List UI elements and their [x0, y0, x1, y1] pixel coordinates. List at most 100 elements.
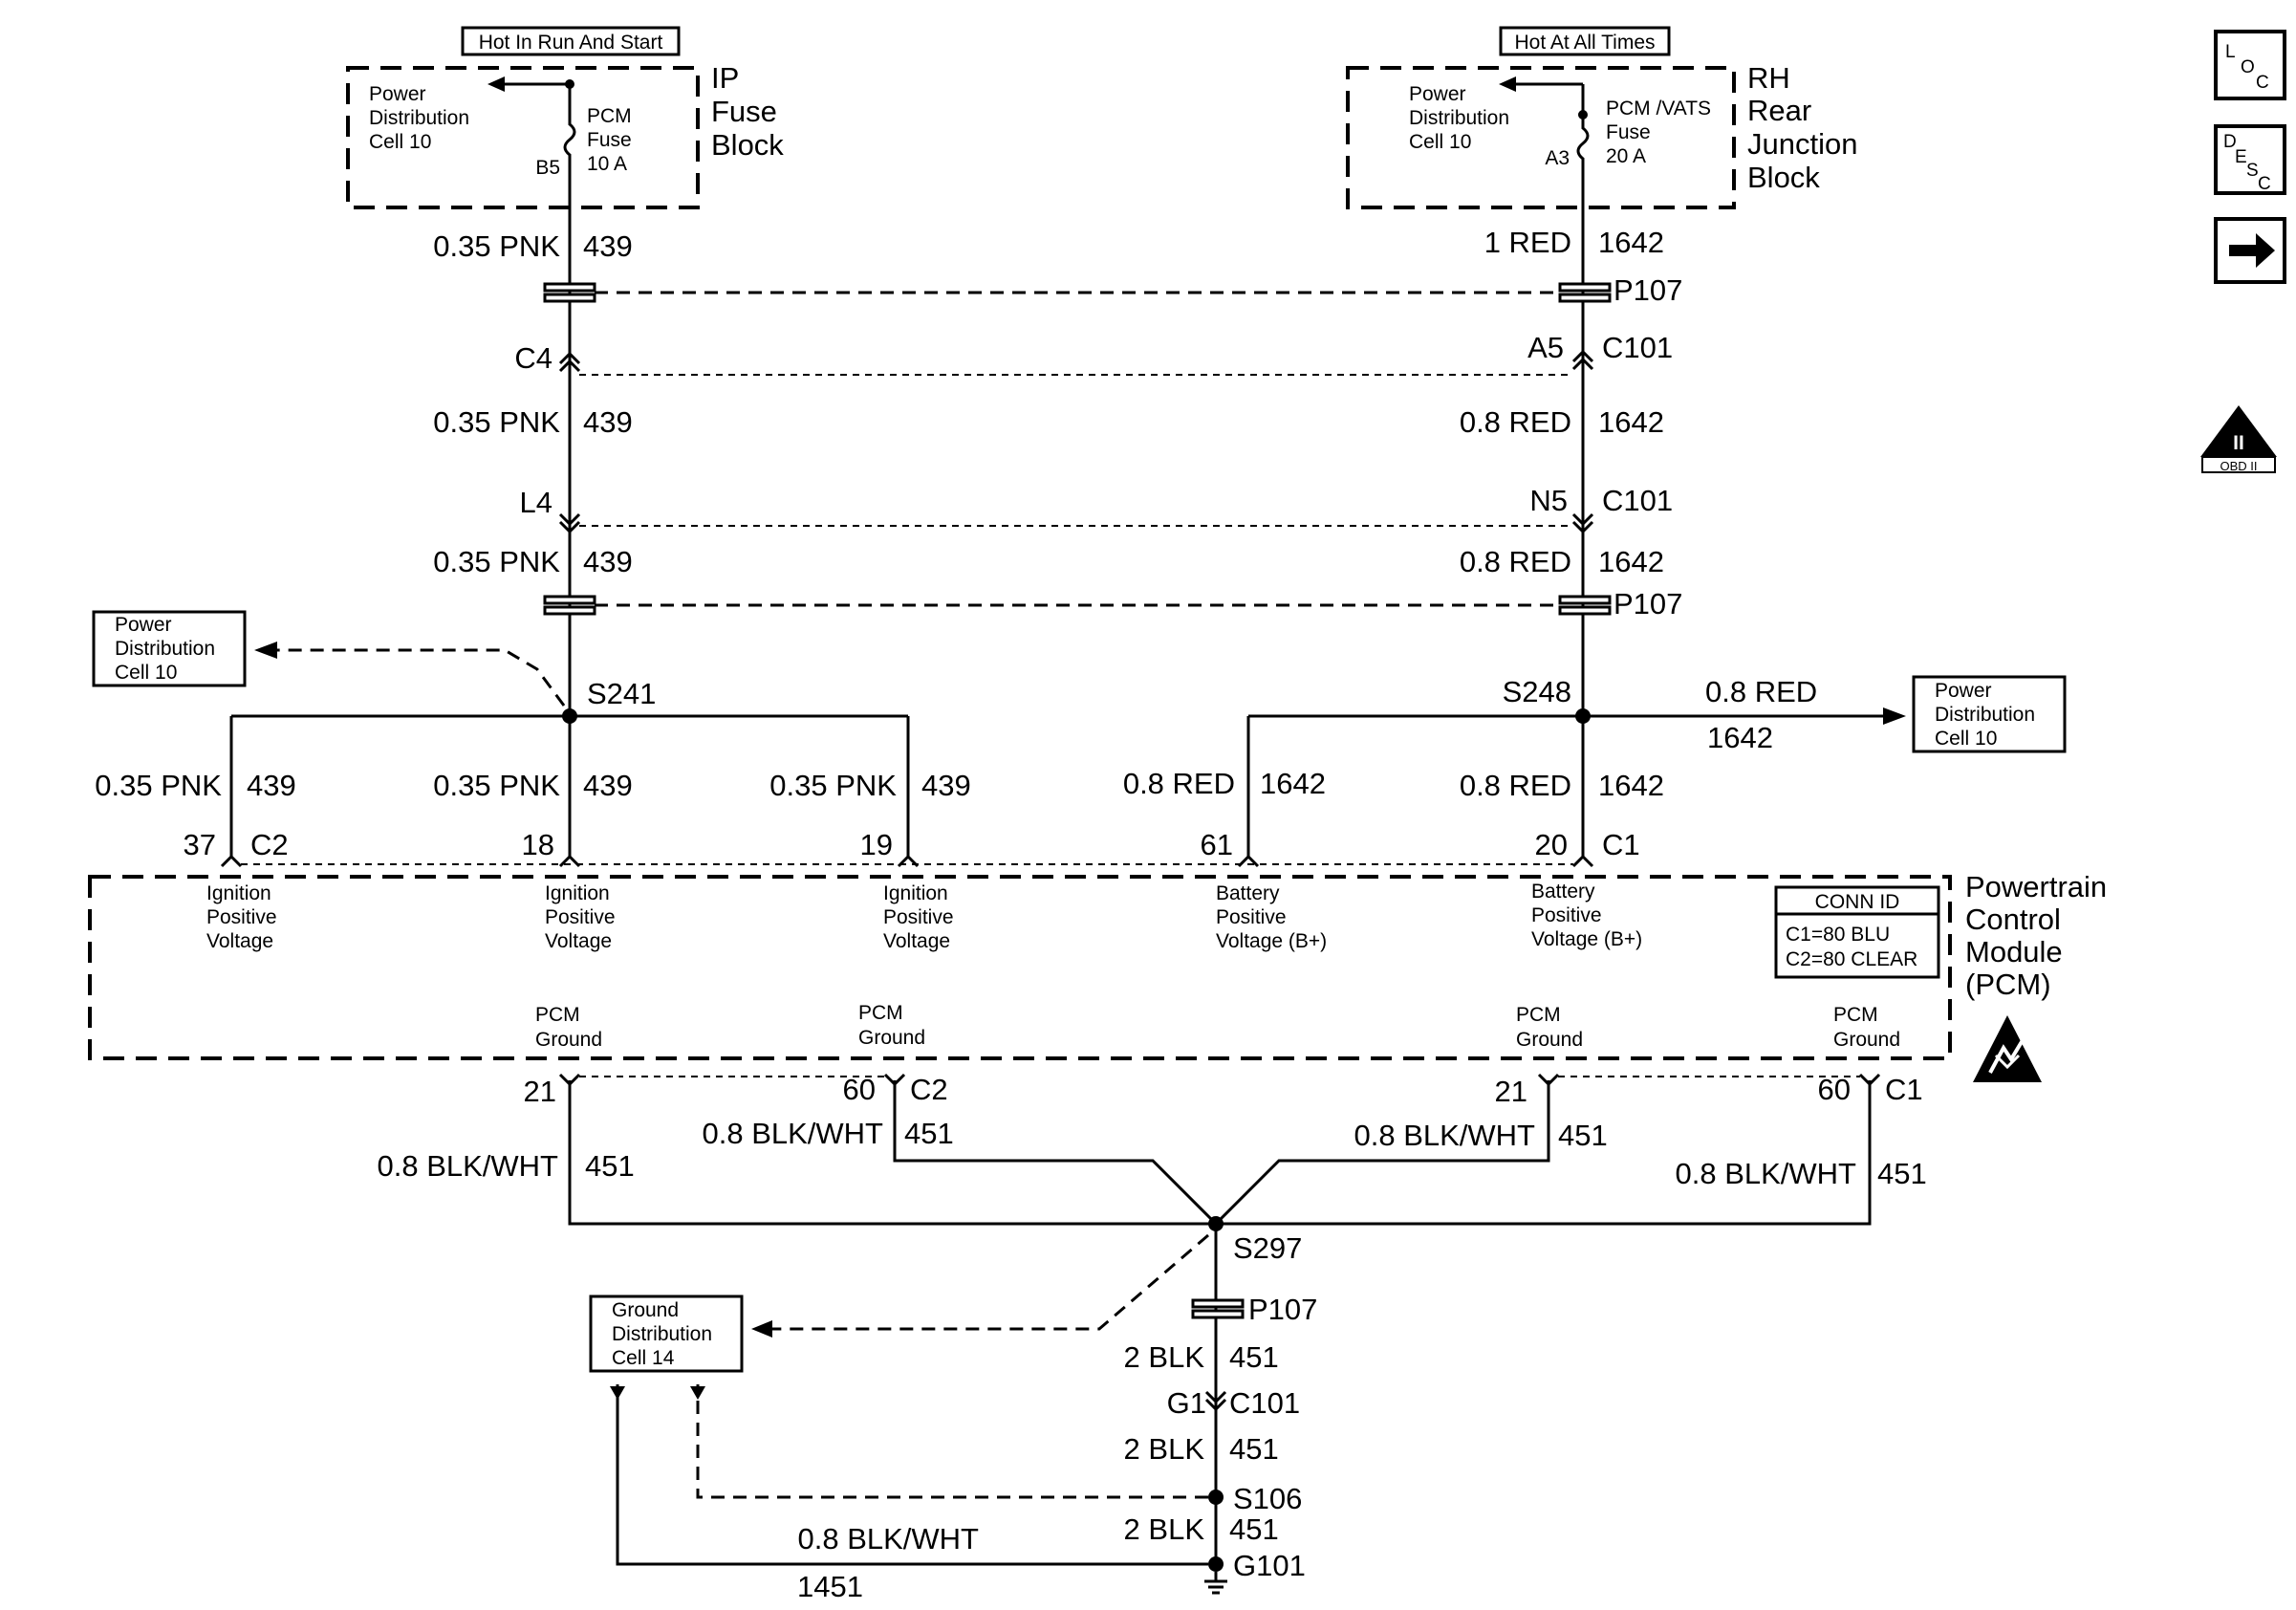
rh-block-label-1: RH — [1747, 61, 1790, 95]
p107-inline-connector-right-top — [1558, 282, 1612, 303]
c101-label: C101 — [1602, 331, 1673, 364]
loc-letter: L — [2225, 42, 2236, 62]
ip-block-label-3: Block — [711, 128, 784, 162]
pin-function-label: Positive — [1531, 904, 1602, 926]
next-page-button[interactable] — [2214, 217, 2286, 284]
pin-connector — [897, 854, 920, 868]
conn-id-line: C1=80 BLU — [1786, 924, 1890, 946]
pin-function-label: Voltage (B+) — [1216, 930, 1327, 952]
connector-c2-label: C2 — [250, 828, 289, 861]
gauge-label: 2 BLK — [1124, 1512, 1205, 1546]
ip-power-dist-label-3: Cell 10 — [369, 131, 431, 153]
circuit-label: 1451 — [797, 1570, 863, 1603]
pin-number: 61 — [1201, 828, 1233, 861]
pcm-name-line: Module — [1965, 935, 2063, 968]
l4-connector — [558, 512, 581, 534]
ground-dist-ref-link — [772, 1233, 1209, 1331]
pin-connector — [1237, 854, 1260, 868]
desc-letter: E — [2235, 147, 2247, 167]
pin-number: 19 — [860, 828, 893, 861]
rh-block-outline — [1346, 66, 1736, 209]
ref-box-label: Distribution — [1935, 704, 2035, 726]
circuit-label: 1642 — [1598, 226, 1664, 259]
pcm-vats-fuse-label-1: PCM /VATS — [1606, 98, 1711, 120]
pcm-fuse-label-1: PCM — [587, 105, 632, 127]
splice-s248-label: S248 — [1503, 675, 1571, 708]
loc-button[interactable]: L O C — [2214, 30, 2286, 100]
rh-block-label-3: Junction — [1747, 127, 1857, 161]
arrow-right-icon — [2229, 233, 2275, 268]
left-feed-wire: 0.35 PNK 439 C4 0.35 PNK 439 L4 0.35 PNK… — [92, 207, 1573, 859]
desc-letter: C — [2258, 174, 2271, 194]
gauge-label: 0.35 PNK — [769, 769, 897, 802]
pin-function-label: Positive — [883, 906, 954, 928]
pin-number: 21 — [524, 1075, 556, 1108]
arrow-left-icon — [751, 1320, 772, 1338]
c101-label: C101 — [1602, 484, 1673, 517]
rh-power-dist-label-2: Distribution — [1409, 107, 1509, 129]
ref-box-label: Cell 10 — [1935, 728, 1997, 750]
circuit-label: 439 — [583, 405, 633, 439]
circuit-label: 439 — [583, 769, 633, 802]
ref-box-label: Distribution — [612, 1323, 712, 1345]
circuit-label: 451 — [1558, 1119, 1608, 1152]
obd-label: OBD II — [2220, 459, 2257, 473]
pcm-name-line: Control — [1965, 903, 2061, 936]
wire-1451-return — [616, 1384, 1208, 1566]
pin-connector — [558, 854, 581, 868]
ground-g101-point — [1208, 1556, 1224, 1572]
pin-n5: N5 — [1529, 484, 1568, 517]
circuit-label: 439 — [583, 229, 633, 263]
pin-function-label: Ignition — [883, 882, 948, 904]
gauge-label: 0.8 RED — [1705, 675, 1817, 708]
gauge-label: 0.35 PNK — [433, 545, 560, 578]
circuit-label: 451 — [904, 1117, 954, 1150]
ground-label: PCM — [1516, 1004, 1561, 1026]
ref-box-label: Cell 10 — [115, 662, 177, 684]
p107-inline-connector-left-top — [543, 282, 596, 303]
pin-function-label: Battery — [1531, 881, 1595, 903]
hot-in-run-tag: Hot In Run And Start — [479, 32, 663, 54]
desc-letter: D — [2223, 132, 2237, 152]
ground-label: Ground — [858, 1027, 925, 1049]
c4-connector — [558, 351, 581, 373]
circuit-label: 439 — [921, 769, 971, 802]
splice-s297-label: S297 — [1233, 1231, 1302, 1265]
ref-box-label: Distribution — [115, 638, 215, 660]
pcm-vats-fuse-label-2: Fuse — [1606, 121, 1651, 143]
ip-fuse-block-outline — [346, 66, 700, 209]
pin-function-label: Ignition — [545, 882, 610, 904]
connector-c1-label: C1 — [1602, 828, 1640, 861]
gauge-label: 2 BLK — [1124, 1340, 1205, 1374]
pin-a5: A5 — [1527, 331, 1564, 364]
ip-power-dist-label-2: Distribution — [369, 107, 469, 129]
loc-letter: C — [2256, 73, 2269, 93]
gauge-label: 0.8 BLK/WHT — [703, 1117, 884, 1150]
arrow-left-icon — [254, 642, 277, 659]
ground-g101-label: G101 — [1233, 1549, 1306, 1582]
arrow-left-icon — [487, 76, 505, 92]
ground-label: PCM — [858, 1002, 903, 1024]
pcm-fuse-10a — [563, 84, 576, 207]
gauge-label: 2 BLK — [1124, 1432, 1205, 1466]
n5-connector — [1571, 512, 1594, 534]
pcm-outline — [88, 875, 1952, 1060]
pin-function-label: Positive — [206, 906, 277, 928]
ref-box-label: Power — [1935, 680, 1992, 702]
pin-function-label: Voltage (B+) — [1531, 928, 1642, 950]
ip-block-label-1: IP — [711, 61, 739, 95]
gauge-label: 1 RED — [1484, 226, 1571, 259]
pin-function-label: Voltage — [545, 930, 612, 952]
circuit-label: 451 — [1229, 1432, 1279, 1466]
ground-label: Ground — [1833, 1029, 1900, 1051]
circuit-label: 1642 — [1707, 721, 1773, 754]
right-feed-wire: 1 RED 1642 P107 A5 C101 0.8 RED 1642 N5 … — [1246, 207, 2067, 859]
circuit-label: 451 — [1229, 1340, 1279, 1374]
obd-roman-label: II — [2233, 432, 2244, 454]
a5-connector — [1571, 349, 1594, 371]
s106-dashed-link — [696, 1384, 1208, 1499]
gauge-label: 0.8 RED — [1460, 545, 1571, 578]
desc-button[interactable]: D E S C — [2214, 124, 2286, 195]
pin-l4: L4 — [520, 486, 552, 519]
ground-label: Ground — [535, 1029, 602, 1051]
